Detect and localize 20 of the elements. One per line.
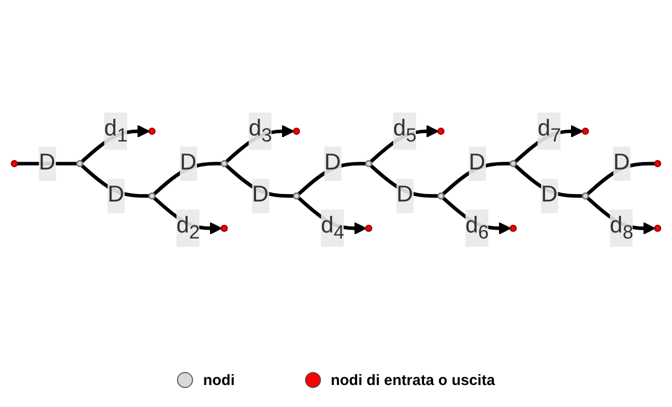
legend-label: nodi di entrata o uscita [330,372,495,388]
junction-node [220,160,228,168]
junction-node [292,192,300,200]
junction-node [582,128,589,136]
junction-node [582,192,589,200]
junction-node [76,160,84,168]
junction-node [654,224,662,232]
legend-label: nodi [203,372,235,388]
junction-node [148,128,156,136]
junction-node [365,224,372,232]
junction-node [10,160,18,168]
junction-node [654,160,662,168]
junction-node [292,128,300,136]
junction-node [510,224,517,232]
junction-node [510,160,517,168]
junction-node [148,192,156,200]
junction-node [365,160,372,168]
junction-node [437,128,445,136]
junction-node [220,224,228,232]
junction-node [437,192,445,200]
